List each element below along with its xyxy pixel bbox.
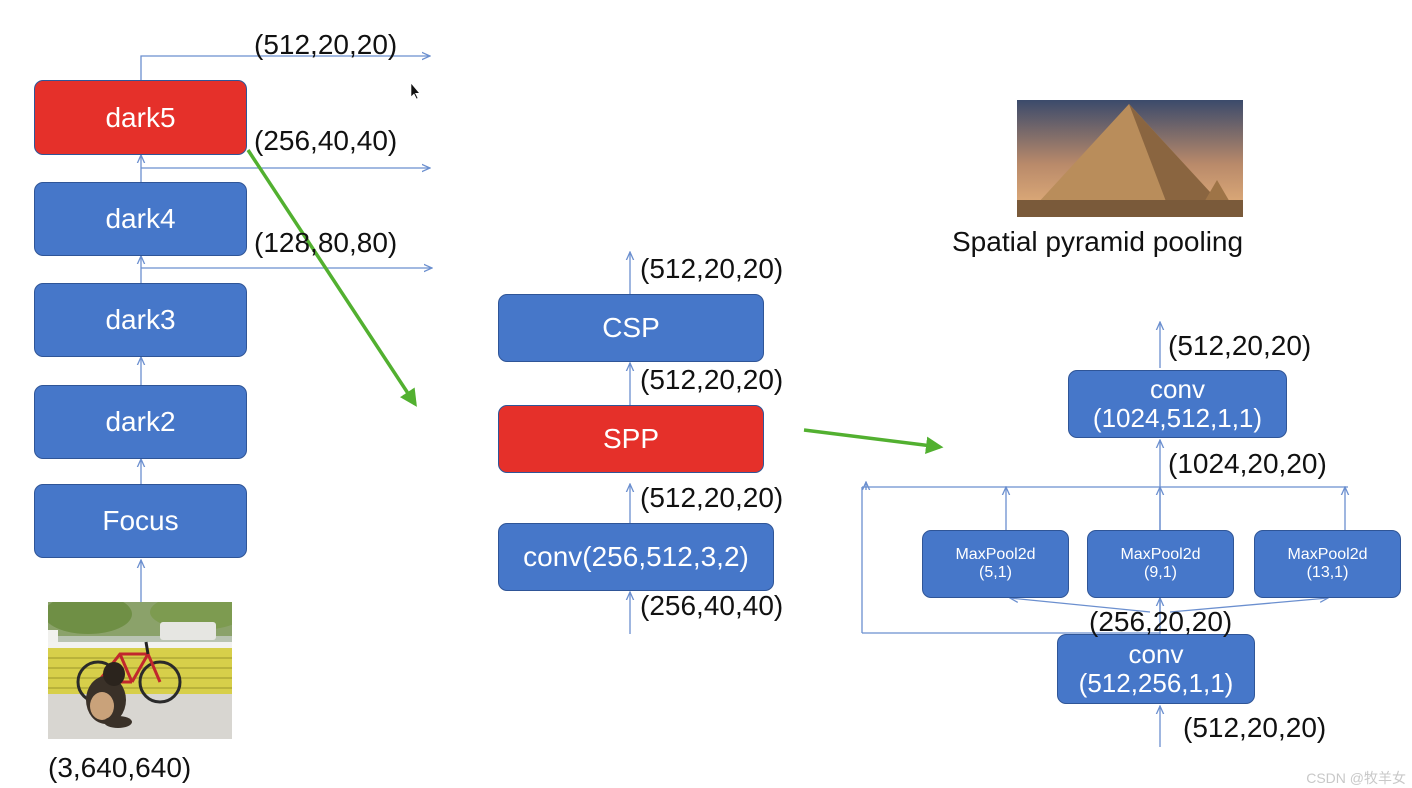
watermark: CSDN @牧羊女 <box>1306 770 1406 786</box>
shape-input-image: (3,640,640) <box>48 752 192 783</box>
shape-spp-mid: (256,20,20) <box>1089 606 1233 637</box>
block-dark3-label: dark3 <box>105 304 176 336</box>
conv-top-line1: conv <box>1150 373 1205 404</box>
block-spp: SPP <box>498 405 764 473</box>
output-arrow-dark5 <box>140 56 430 80</box>
block-dark4: dark4 <box>34 182 247 256</box>
block-spp-conv-top: conv (1024,512,1,1) <box>1068 370 1287 438</box>
arrow-to-pool5 <box>1010 598 1151 613</box>
conv-bottom-line2: (512,256,1,1) <box>1078 668 1234 698</box>
shape-spp-input: (512,20,20) <box>1183 712 1327 743</box>
maxpool-13-param: (13,1) <box>1306 564 1349 581</box>
maxpool-5-param: (5,1) <box>979 564 1012 581</box>
block-dark5: dark5 <box>34 80 247 155</box>
maxpool-13-name: MaxPool2d <box>1287 546 1368 564</box>
shape-spp-output: (512,20,20) <box>1168 330 1312 361</box>
shape-middle-input: (256,40,40) <box>640 590 784 621</box>
shape-spp-concat: (1024,20,20) <box>1168 448 1327 479</box>
block-csp-label: CSP <box>602 312 660 344</box>
block-dark4-label: dark4 <box>105 203 176 235</box>
block-maxpool-5: MaxPool2d (5,1) <box>922 530 1069 598</box>
shape-above-csp: (512,20,20) <box>640 253 784 284</box>
shape-between-csp-spp: (512,20,20) <box>640 364 784 395</box>
block-dark3: dark3 <box>34 283 247 357</box>
block-dark2-label: dark2 <box>105 406 176 438</box>
shape-dark3-output: (128,80,80) <box>254 227 398 258</box>
block-focus-label: Focus <box>102 505 179 537</box>
mouse-cursor-icon <box>410 82 421 100</box>
arrow-to-pool13 <box>1169 598 1328 613</box>
pyramid-image <box>1017 100 1243 217</box>
spp-caption: Spatial pyramid pooling <box>952 226 1244 257</box>
maxpool-9-param: (9,1) <box>1144 564 1177 581</box>
block-maxpool-13: MaxPool2d (13,1) <box>1254 530 1401 598</box>
block-conv-downsample: conv(256,512,3,2) <box>498 523 774 591</box>
shape-dark4-output: (256,40,40) <box>254 125 398 156</box>
conv-bottom-line1: conv <box>1128 638 1184 669</box>
block-conv-downsample-label: conv(256,512,3,2) <box>523 541 749 573</box>
maxpool-5-name: MaxPool2d <box>955 546 1036 564</box>
maxpool-9-name: MaxPool2d <box>1120 546 1201 564</box>
block-focus: Focus <box>34 484 247 558</box>
block-dark2: dark2 <box>34 385 247 459</box>
block-maxpool-9: MaxPool2d (9,1) <box>1087 530 1234 598</box>
shape-between-spp-conv: (512,20,20) <box>640 482 784 513</box>
input-image <box>48 602 232 739</box>
block-csp: CSP <box>498 294 764 362</box>
block-spp-conv-bottom: conv (512,256,1,1) <box>1057 634 1255 704</box>
conv-top-line2: (1024,512,1,1) <box>1092 403 1263 433</box>
block-dark5-label: dark5 <box>105 101 176 133</box>
green-arrow-dark5-to-middle <box>246 149 417 407</box>
shape-dark5-output: (512,20,20) <box>254 29 398 60</box>
block-spp-label: SPP <box>602 423 660 455</box>
green-arrow-spp-to-detail <box>803 428 944 454</box>
